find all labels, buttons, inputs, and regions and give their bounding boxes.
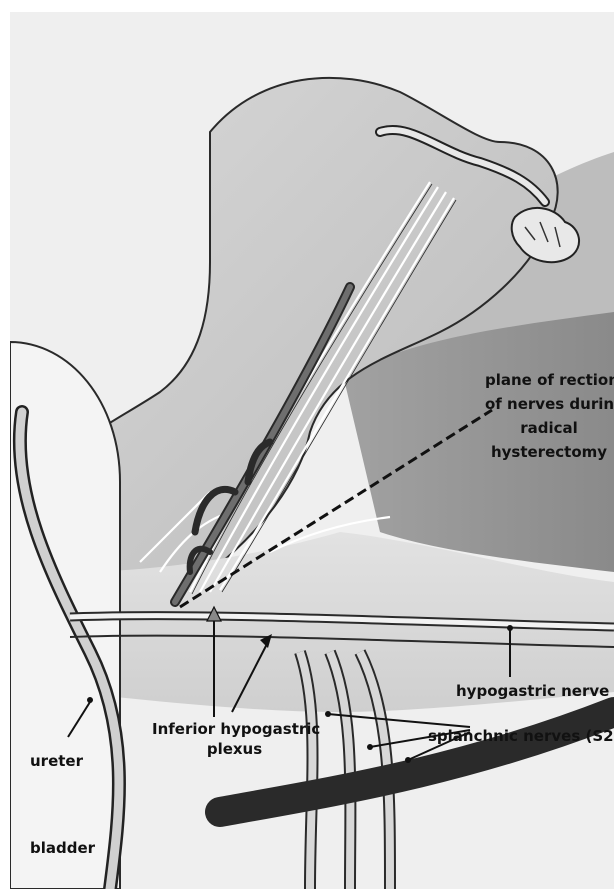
- hypogastric-nerve-label: hypogastric nerve: [456, 680, 609, 702]
- plane-label-line-2: of nerves during: [485, 392, 613, 416]
- plexus-label-line-1: Inferior hypogastric: [152, 719, 317, 739]
- inferior-hypogastric-plexus-label: Inferior hypogastric plexus: [152, 719, 317, 759]
- plane-of-resection-label: plane of rection of nerves during radica…: [485, 368, 613, 464]
- ureter-label: ureter: [30, 750, 83, 772]
- plane-label-line-4: hysterectomy: [485, 440, 613, 464]
- plexus-label-line-2: plexus: [152, 739, 317, 759]
- bladder-label: bladder: [30, 837, 95, 859]
- anatomy-illustration: plane of rection of nerves during radica…: [10, 12, 614, 889]
- splanchnic-nerves-label: splanchnic nerves (S2-S4): [428, 725, 614, 747]
- plane-label-line-3: radical: [485, 416, 613, 440]
- plane-label-line-1: plane of rection: [485, 368, 613, 392]
